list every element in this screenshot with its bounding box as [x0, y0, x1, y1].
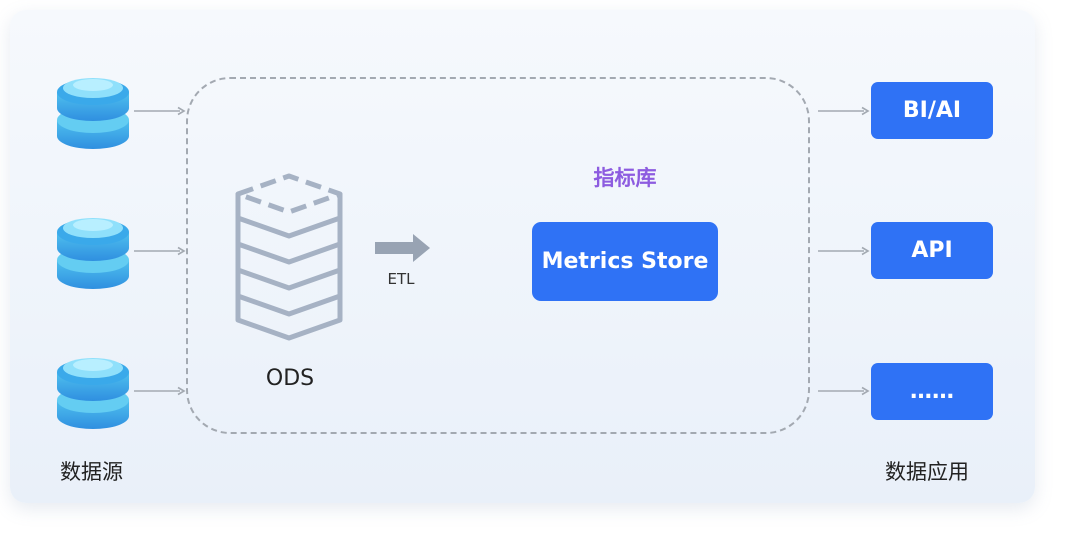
applications-label: 数据应用 [885, 460, 969, 484]
source-arrow [134, 106, 186, 116]
output-arrow [818, 246, 870, 256]
database-icon [57, 358, 129, 429]
sources-label: 数据源 [60, 460, 123, 484]
app-api-button[interactable]: API [871, 222, 993, 279]
metrics-store-button[interactable]: Metrics Store [532, 222, 718, 301]
output-arrow [818, 386, 870, 396]
app-more-button[interactable]: …… [871, 363, 993, 420]
etl-label: ETL [387, 270, 415, 288]
etl-arrow-icon [375, 234, 430, 262]
ods-layers-icon [235, 173, 343, 341]
output-arrow [818, 106, 870, 116]
app-bi-ai-button[interactable]: BI/AI [871, 82, 993, 139]
diagram-card [10, 10, 1035, 503]
source-arrow [134, 386, 186, 396]
source-arrow [134, 246, 186, 256]
database-icon [57, 78, 129, 149]
metrics-library-title: 指标库 [593, 166, 657, 190]
database-icon [57, 218, 129, 289]
metrics-platform-frame [186, 77, 810, 434]
ods-label: ODS [265, 366, 315, 391]
